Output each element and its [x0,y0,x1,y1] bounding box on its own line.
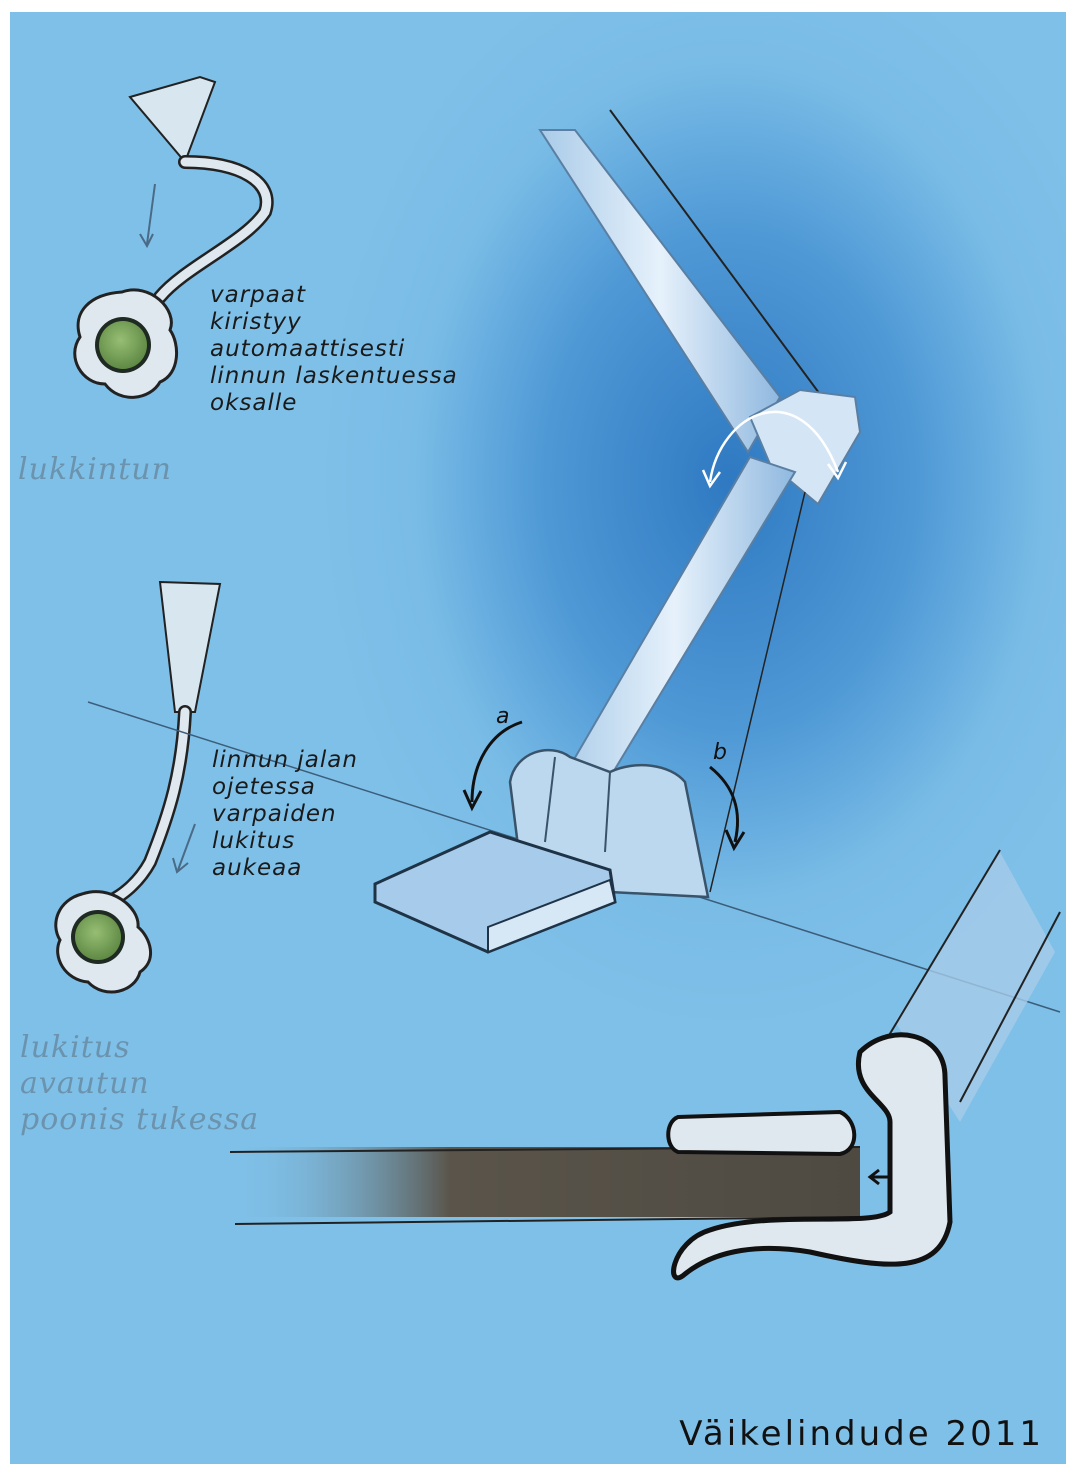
branch-section [230,1147,860,1217]
leg-mechanism [375,110,860,952]
label-b: b [713,740,727,765]
unlocked-foot-sketch [56,582,220,992]
label-a: a [496,704,509,729]
unlocked-foot-branch-section [75,914,121,960]
top-annotation: varpaat kiristyy automaattisesti linnun … [210,282,458,417]
unlocked-foot-upper-leg [160,582,220,712]
unlocked-foot-tarsus [108,712,185,902]
toe-lock-detail [230,850,1060,1278]
illustration [10,12,1066,1464]
signature: Väikelindude 2011 [679,1414,1044,1454]
middle-annotation: linnun jalan ojetessa varpaiden lukitus … [212,747,358,882]
locked-foot-branch-section [99,321,147,369]
down-arrow-icon [147,184,155,244]
lower-leg-bar [555,457,795,802]
top-state-label: lukkintun [18,452,172,488]
locked-foot-upper-leg [130,77,215,162]
middle-state-label: lukitus avautun poonis tukessa [20,1030,259,1138]
upper-toe [668,1112,854,1154]
drawing-sheet: varpaat kiristyy automaattisesti linnun … [10,12,1066,1464]
